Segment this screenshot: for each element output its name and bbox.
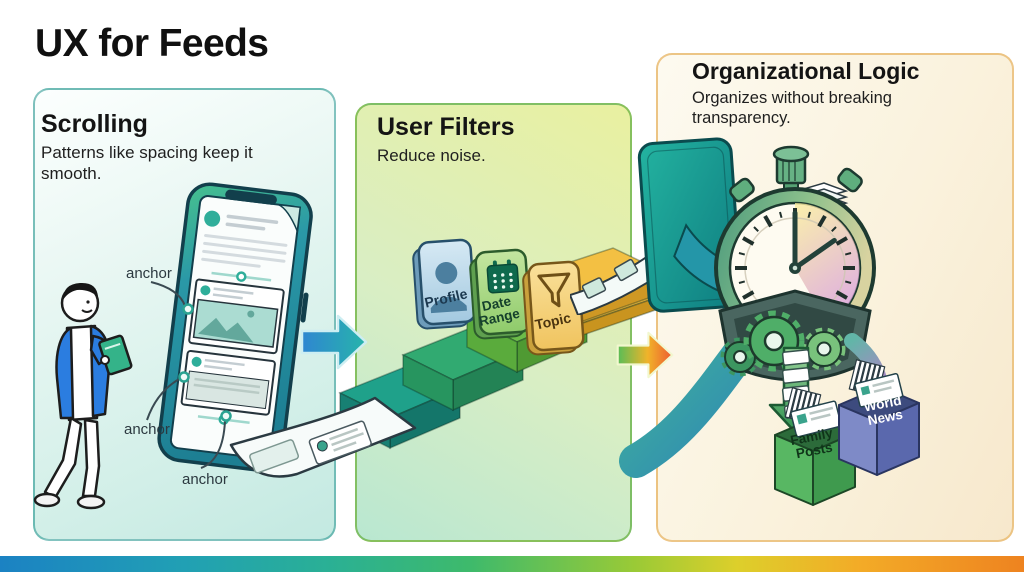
funnel-icon	[537, 272, 571, 308]
world-news-box	[838, 359, 920, 476]
heading-organizational-logic: Organizational Logic	[692, 58, 920, 84]
description-organizational-logic: Organizes without breaking transparency.	[692, 89, 892, 128]
anchor-label-3: anchor	[182, 471, 228, 488]
heading-scrolling: Scrolling	[41, 110, 148, 138]
person-icon	[430, 262, 467, 314]
clock-hands	[792, 210, 837, 271]
scrolling-illustration	[33, 182, 313, 510]
description-user-filters: Reduce noise.	[377, 146, 486, 165]
footer-gradient-bar	[0, 556, 1024, 572]
feed-phone-illustration	[157, 182, 313, 473]
main-title: UX for Feeds	[35, 22, 269, 65]
heading-user-filters: User Filters	[377, 113, 515, 141]
description-scrolling: Patterns like spacing keep it smooth.	[41, 143, 253, 184]
calendar-icon	[486, 259, 520, 294]
anchor-dots	[178, 303, 232, 422]
organizational-logic-illustration	[619, 137, 920, 506]
flow-arrow-2-icon	[616, 331, 674, 379]
person-with-tablet-illustration	[33, 282, 133, 510]
anchor-label-2: anchor	[124, 421, 170, 438]
anchor-callouts	[146, 281, 226, 469]
anchor-label-1: anchor	[126, 265, 172, 282]
filter-card-profile	[412, 238, 477, 330]
filter-card-date-range	[469, 248, 532, 340]
paper-feed-strip	[229, 396, 417, 478]
flow-arrow-1-icon	[300, 314, 368, 370]
stopwatch-illustration	[714, 145, 876, 382]
user-filters-illustration	[338, 238, 672, 450]
